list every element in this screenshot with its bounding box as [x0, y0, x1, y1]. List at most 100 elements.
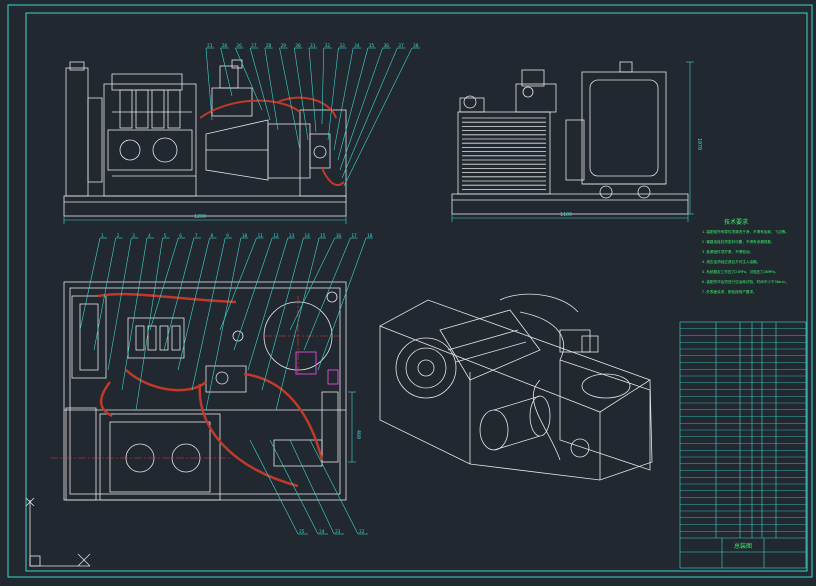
callout-number: 8	[211, 233, 214, 239]
callout-number: 11	[257, 233, 263, 239]
callout-leader	[233, 237, 273, 351]
plan-view-dimension-text: 460	[355, 430, 361, 439]
callout-number: 24	[319, 529, 325, 535]
callout-leader	[308, 47, 317, 133]
note-line: 1.装配前所有零件须清洗干净，不得有毛刺、飞边等。	[702, 229, 789, 234]
callout-number: 25	[299, 529, 305, 535]
callout-number: 7	[195, 233, 198, 239]
note-line: 6.装配完毕后须进行空运转试验，时间不少于30min。	[702, 279, 789, 284]
callout-number: 33	[339, 43, 345, 49]
callout-leader	[317, 237, 367, 371]
callout-number: 31	[310, 43, 316, 49]
callout-leader	[163, 237, 195, 351]
front-view-hoses	[199, 96, 345, 186]
callout-leader	[249, 47, 271, 121]
callout-number: 13	[289, 233, 295, 239]
callout-leader	[327, 47, 339, 141]
callout-number: 32	[325, 43, 331, 49]
callout-leader	[303, 237, 351, 351]
callout-number: 21	[207, 43, 213, 49]
callout-leader	[264, 47, 279, 131]
callout-number: 38	[413, 43, 419, 49]
callout-leader	[321, 47, 325, 125]
note-line: 4.液压油须经过滤后方可注入油箱。	[702, 259, 760, 264]
front-view-dimension-text: 1200	[194, 214, 206, 220]
callout-number: 26	[236, 43, 242, 49]
callout-number: 10	[242, 233, 248, 239]
callout-number: 14	[304, 233, 310, 239]
callout-number: 27	[251, 43, 257, 49]
callout-leader	[247, 237, 289, 371]
callout-leader	[269, 439, 319, 535]
callout-leader	[339, 47, 383, 171]
callout-leader	[177, 237, 210, 371]
callout-number: 5	[164, 233, 167, 239]
callout-number: 34	[354, 43, 360, 49]
sheet-frame	[7, 4, 813, 578]
callout-leader	[337, 47, 369, 161]
callout-number: 12	[273, 233, 279, 239]
callout-leader	[341, 47, 398, 179]
callout-number: 28	[266, 43, 272, 49]
callout-leader	[261, 237, 304, 391]
callout-number: 18	[367, 233, 373, 239]
callout-number: 17	[351, 233, 357, 239]
callout-leader	[293, 47, 309, 141]
plan-view-centerlines	[50, 296, 340, 459]
note-line: 3.各紧固件须拧紧，不得松动。	[702, 249, 753, 254]
callout-leader	[107, 237, 132, 371]
callout-leader	[121, 237, 148, 391]
front-elevation-view	[63, 59, 347, 217]
callout-leader	[135, 237, 163, 411]
side-view-dimensions	[451, 61, 694, 222]
callout-number: 22	[359, 529, 365, 535]
callout-number: 23	[335, 529, 341, 535]
callout-leader	[191, 237, 226, 391]
callout-leader	[279, 47, 301, 151]
callout-number: 1	[101, 233, 104, 239]
plan-view-dimension	[348, 391, 356, 463]
callout-number: 30	[295, 43, 301, 49]
callout-leader	[289, 439, 335, 535]
callout-number: 29	[281, 43, 287, 49]
callout-leader	[219, 237, 257, 331]
callout-leader	[343, 47, 413, 187]
callout-leader	[79, 237, 101, 331]
callout-number: 36	[384, 43, 390, 49]
note-line: 2.管路连接处须密封可靠，不得有渗漏现象。	[702, 239, 775, 244]
callout-number: 4	[148, 233, 151, 239]
callout-number: 37	[398, 43, 404, 49]
note-line: 5.系统额定工作压力21MPa，试验压力26MPa。	[702, 269, 778, 274]
callout-number: 35	[369, 43, 375, 49]
title-block	[679, 321, 807, 569]
note-line: 7.外表面涂漆，颜色按用户要求。	[702, 289, 757, 294]
ucs-axis-icon	[25, 497, 91, 567]
callout-leader	[205, 237, 242, 411]
callout-number: 2	[117, 233, 120, 239]
plan-view-callouts-bottom: 25 24 23 22	[249, 439, 368, 535]
callout-number: 6	[179, 233, 182, 239]
callout-leader	[333, 47, 354, 151]
plan-view-highlight	[295, 351, 339, 385]
callout-leader	[205, 47, 213, 121]
drawing-title: 总装图	[734, 542, 752, 550]
side-view-height-text: 1070	[696, 138, 702, 150]
technical-notes: 1.装配前所有零件须清洗干净，不得有毛刺、飞边等。 2.管路连接处须密封可靠，不得…	[702, 229, 789, 294]
callout-number: 20	[222, 43, 228, 49]
callout-number: 16	[336, 233, 342, 239]
callout-leader	[289, 237, 335, 331]
side-elevation-view	[451, 61, 689, 215]
callout-leader	[149, 237, 179, 331]
callout-leader	[235, 47, 263, 111]
callout-leader	[93, 237, 116, 351]
callout-leader	[220, 47, 233, 97]
callout-leader	[249, 439, 299, 535]
plan-view	[63, 281, 347, 501]
front-view-dimension	[63, 216, 347, 224]
callout-number: 15	[320, 233, 326, 239]
notes-title: 技术要求	[724, 218, 748, 226]
side-view-width-text: 1100	[560, 212, 572, 218]
callout-number: 3	[132, 233, 135, 239]
